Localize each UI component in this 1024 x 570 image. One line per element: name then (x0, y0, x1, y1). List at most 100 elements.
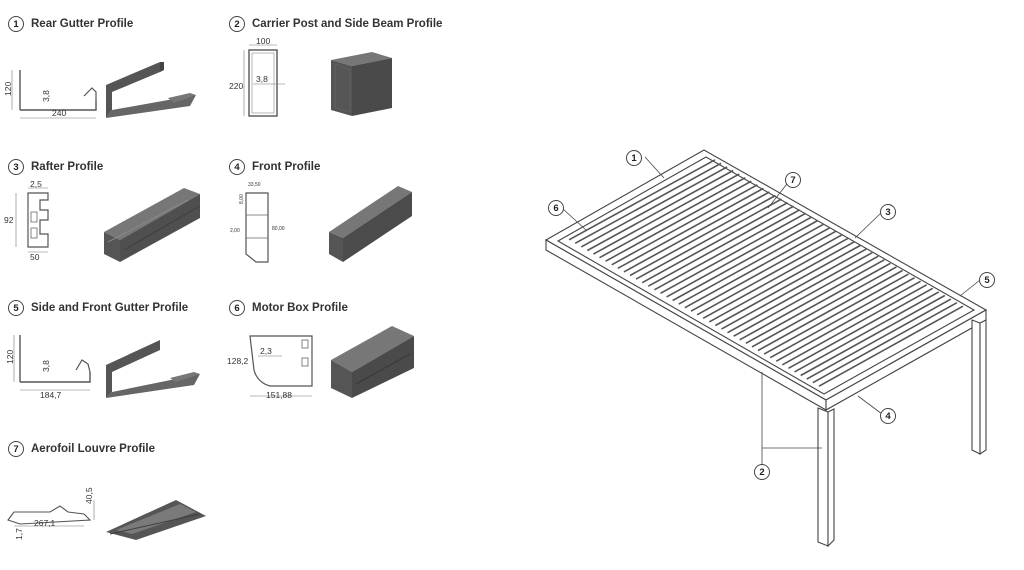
profile-3-title: 3 Rafter Profile (8, 159, 103, 175)
profile-4-dim-top: 33,50 (248, 182, 261, 188)
louvre-slat (818, 305, 964, 387)
profile-7-title: 7 Aerofoil Louvre Profile (8, 441, 155, 457)
profile-4-render (329, 186, 412, 238)
louvre-slat (739, 259, 885, 341)
louvre-slat (714, 244, 861, 327)
profile-2-render (331, 52, 392, 66)
louvre-slat (617, 187, 764, 270)
louvre-slat (641, 201, 788, 284)
louvre-slats (568, 159, 964, 387)
profile-1-title: 1 Rear Gutter Profile (8, 16, 133, 32)
louvre-slat (593, 173, 740, 255)
louvre-slat (666, 216, 813, 298)
profile-2-dim-width: 100 (256, 36, 270, 46)
louvre-slat (660, 212, 807, 295)
louvre-slat (745, 262, 891, 345)
louvre-slat (629, 194, 776, 277)
profile-3-dim-height: 92 (4, 215, 14, 225)
profile-6-title: 6 Motor Box Profile (229, 300, 348, 316)
profile-5-label: Side and Front Gutter Profile (31, 302, 189, 314)
callout-5: 5 (979, 272, 995, 288)
louvre-slat (605, 180, 752, 262)
louvre-slat (806, 298, 952, 380)
louvre-slat (775, 280, 922, 362)
louvre-slat (763, 273, 909, 355)
profile-2-dim-thickness: 3,8 (256, 74, 268, 84)
profile-5-number: 5 (8, 300, 24, 316)
profile-3-dim-thickness: 2,5 (30, 179, 42, 189)
profile-4-dim-wall: 2,00 (230, 228, 240, 234)
profile-5-title: 5 Side and Front Gutter Profile (8, 300, 188, 316)
louvre-slat (611, 184, 758, 266)
louvre-slat (599, 176, 746, 259)
louvre-slat (781, 284, 928, 366)
louvre-slat (788, 287, 934, 370)
profile-1-render (106, 62, 160, 118)
louvre-slat (653, 209, 801, 291)
profile-4-label: Front Profile (252, 161, 321, 173)
louvre-slat (696, 234, 843, 316)
louvre-slat (672, 219, 819, 302)
profile-7-number: 7 (8, 441, 24, 457)
profile-6-render (331, 326, 414, 372)
louvre-slat (794, 291, 940, 373)
profile-2-label: Carrier Post and Side Beam Profile (252, 18, 443, 30)
louvre-slat (769, 276, 915, 359)
callout-2: 2 (754, 464, 770, 480)
profile-6-dim-width: 151,88 (266, 390, 292, 400)
profile-1-dim-height: 120 (3, 82, 13, 96)
louvre-slat (812, 301, 958, 384)
profile-1-number: 1 (8, 16, 24, 32)
louvre-slat (647, 205, 795, 287)
louvre-slat (568, 159, 716, 241)
profile-1-label: Rear Gutter Profile (31, 18, 134, 30)
louvre-slat (678, 223, 825, 305)
profile-2-title: 2 Carrier Post and Side Beam Profile (229, 16, 442, 32)
louvre-slat (684, 226, 831, 309)
callout-3: 3 (880, 204, 896, 220)
callout-6: 6 (548, 200, 564, 216)
louvre-slat (733, 255, 879, 337)
louvre-slat (708, 241, 855, 323)
profile-5-render (106, 340, 160, 398)
profile-7-dim-thickness: 1,7 (14, 528, 24, 540)
profile-6-label: Motor Box Profile (252, 302, 348, 314)
profile-7-label: Aerofoil Louvre Profile (31, 443, 155, 455)
profile-3-number: 3 (8, 159, 24, 175)
louvre-slat (574, 162, 722, 245)
profile-2-number: 2 (229, 16, 245, 32)
profile-3-label: Rafter Profile (31, 161, 104, 173)
callout-4: 4 (880, 408, 896, 424)
louvre-slat (721, 248, 867, 330)
louvre-slat (623, 191, 770, 273)
profile-4-number: 4 (229, 159, 245, 175)
profile-5-dim-width: 184,7 (40, 390, 62, 400)
profile-4-dim-height: 80,00 (272, 226, 285, 232)
profile-1-dim-width: 240 (52, 108, 66, 118)
profile-2-dim-height: 220 (229, 81, 243, 91)
louvre-slat (690, 230, 837, 312)
profile-1-dim-thickness: 3,8 (41, 90, 51, 102)
pergola-frame-top (544, 149, 988, 401)
profile-4-dim-side: 8,00 (239, 194, 245, 204)
louvre-slat (727, 251, 873, 334)
profile-3-render (104, 188, 200, 240)
louvre-slat (800, 294, 946, 377)
profile-3-dim-width: 50 (30, 252, 40, 262)
profile-6-dim-thickness: 2,3 (260, 346, 272, 356)
profile-5-dim-thickness: 3,8 (41, 360, 51, 372)
profile-4-title: 4 Front Profile (229, 159, 320, 175)
profile-6-dim-height: 128,2 (227, 356, 249, 366)
louvre-slat (580, 166, 728, 248)
louvre-slat (586, 169, 734, 252)
profile-6-number: 6 (229, 300, 245, 316)
profile-7-dim-width: 267,1 (34, 518, 56, 528)
pergola-post-right (971, 319, 981, 455)
louvre-slat (702, 237, 849, 320)
